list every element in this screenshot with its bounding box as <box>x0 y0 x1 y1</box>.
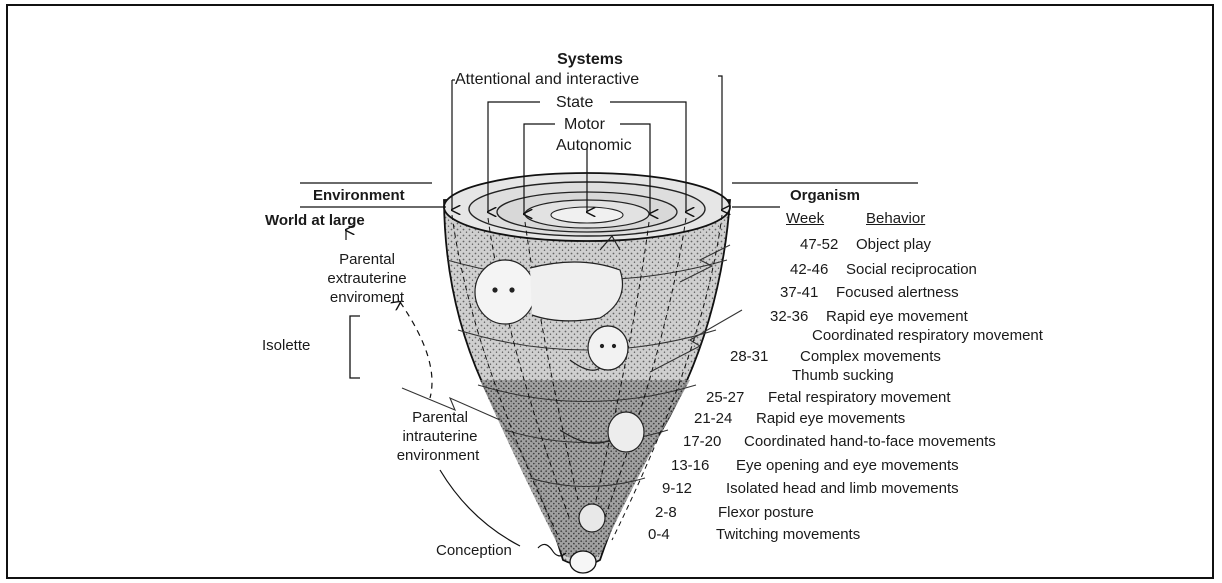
behavior-value: Social reciprocation <box>846 262 977 277</box>
behavior-value: Isolated head and limb movements <box>726 481 959 496</box>
week-value: 17-20 <box>683 434 721 449</box>
intrauterine-label-line2: intrauterine <box>385 429 495 444</box>
behavior-value: Fetal respiratory movement <box>768 390 951 405</box>
week-value: 21-24 <box>694 411 732 426</box>
isolette-bracket <box>350 316 360 378</box>
system-label-state: State <box>556 95 593 111</box>
behavior-value: Complex movements <box>800 349 941 364</box>
behavior-value: Twitching movements <box>716 527 860 542</box>
week-value: 47-52 <box>800 237 838 252</box>
extrauterine-label-line1: Parental <box>320 252 414 267</box>
system-label-autonomic: Autonomic <box>556 138 632 154</box>
fetus-sketch-2 <box>579 504 605 532</box>
behavior-value: Rapid eye movements <box>756 411 905 426</box>
behavior-value: Rapid eye movement <box>826 309 968 324</box>
behavior-value: Eye opening and eye movements <box>736 458 959 473</box>
system-label-motor: Motor <box>564 117 605 133</box>
behavior-column-header: Behavior <box>866 211 925 226</box>
behavior-value: Object play <box>856 237 931 252</box>
behavior-value: Coordinated hand-to-face movements <box>744 434 996 449</box>
extrauterine-label-line3: enviroment <box>305 290 429 305</box>
behavior-value-secondary: Thumb sucking <box>792 368 894 383</box>
week-value: 28-31 <box>730 349 768 364</box>
week-value: 42-46 <box>790 262 828 277</box>
environment-heading: Environment <box>313 188 405 203</box>
week-value: 2-8 <box>655 505 677 520</box>
week-value: 13-16 <box>671 458 709 473</box>
week-value: 0-4 <box>648 527 670 542</box>
week-value: 25-27 <box>706 390 744 405</box>
week-column-header: Week <box>786 211 824 226</box>
conception-cell <box>570 551 596 573</box>
system-label-attentional: Attentional and interactive <box>455 72 639 88</box>
systems-heading: Systems <box>550 52 630 68</box>
week-value: 32-36 <box>770 309 808 324</box>
conception-label: Conception <box>436 543 512 558</box>
week-value: 9-12 <box>662 481 692 496</box>
week-value: 37-41 <box>780 285 818 300</box>
behavior-value: Focused alertness <box>836 285 959 300</box>
behavior-value: Flexor posture <box>718 505 814 520</box>
extrauterine-label-line2: extrauterine <box>305 271 429 286</box>
organism-heading: Organism <box>790 188 860 203</box>
isolette-label: Isolette <box>262 338 310 353</box>
intrauterine-label-line1: Parental <box>395 410 485 425</box>
environment-world-label: World at large <box>265 213 365 228</box>
intrauterine-label-line3: environment <box>375 448 501 463</box>
behavior-value-secondary: Coordinated respiratory movement <box>812 328 1043 343</box>
